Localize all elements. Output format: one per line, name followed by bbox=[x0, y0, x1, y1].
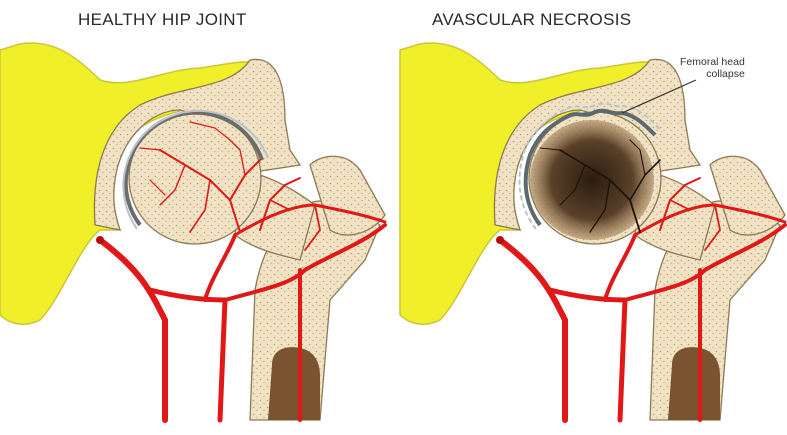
ligament-stub bbox=[96, 236, 104, 244]
callout-line-2: collapse bbox=[680, 68, 745, 80]
healthy-panel-title: HEALTHY HIP JOINT bbox=[78, 10, 247, 30]
necrotic-area bbox=[530, 120, 654, 240]
femoral-head-collapse-label: Femoral head collapse bbox=[680, 56, 745, 80]
necrosis-panel-title: AVASCULAR NECROSIS bbox=[432, 10, 631, 30]
ligament-stub bbox=[496, 236, 504, 244]
marrow-cavity bbox=[668, 347, 720, 420]
callout-line-1: Femoral head bbox=[680, 56, 745, 68]
marrow-cavity bbox=[268, 347, 320, 420]
healthy-hip-panel bbox=[0, 43, 385, 420]
necrosis-hip-panel bbox=[400, 43, 785, 420]
